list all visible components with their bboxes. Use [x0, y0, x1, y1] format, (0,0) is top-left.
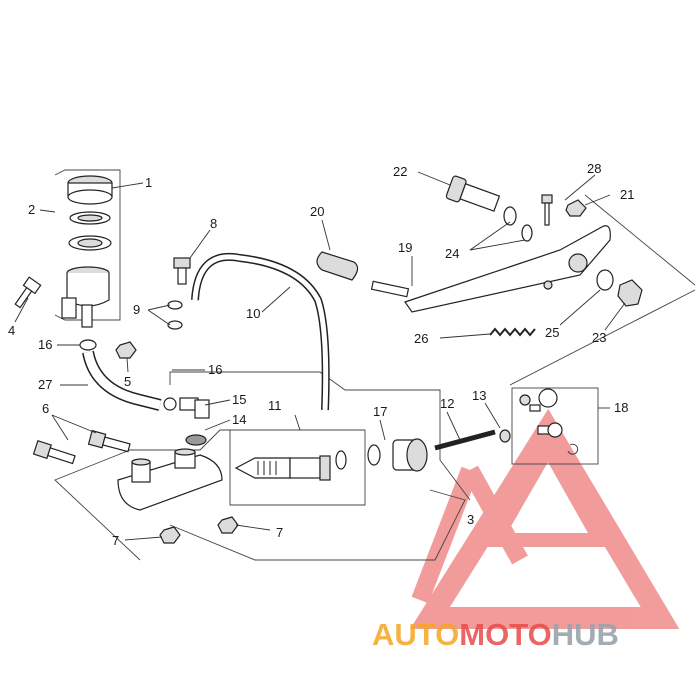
callout-11: 11 [268, 398, 282, 413]
watermark-brand: AUTOMOTOHUB [372, 617, 619, 652]
callout-17: 17 [373, 404, 387, 419]
boot-17 [392, 438, 428, 472]
bolt-22 [445, 175, 501, 212]
bolt-4 [14, 276, 42, 309]
callout-2: 2 [28, 202, 35, 217]
pushrod-12 [434, 429, 496, 451]
callout-26: 26 [414, 331, 428, 346]
pedal-rubber-20 [316, 251, 359, 281]
bolt-6b [87, 429, 131, 453]
callout-14: 14 [232, 412, 246, 427]
reservoir-cap [67, 175, 113, 205]
logo-triangle-outer [410, 408, 680, 629]
reservoir-seal [68, 211, 112, 251]
callout-20: 20 [310, 204, 324, 219]
callout-18: 18 [614, 400, 628, 415]
svg-text:AUTOMOTOHUB: AUTOMOTOHUB [372, 617, 619, 652]
washer-24a [503, 206, 517, 226]
callout-7a: 7 [112, 533, 119, 548]
callout-1: 1 [145, 175, 152, 190]
callout-6: 6 [42, 401, 49, 416]
watermark-logo [410, 408, 680, 629]
brake-line-10-inner [192, 254, 329, 411]
frame-3 [54, 429, 230, 561]
reservoir-body [61, 266, 110, 328]
nut-7b [217, 516, 239, 534]
callout-16b: 16 [208, 362, 222, 377]
brand-auto: AUTO [372, 617, 459, 652]
callout-16a: 16 [38, 337, 52, 352]
brand-hub: HUB [552, 617, 619, 652]
frame-2 [54, 169, 121, 321]
washer-9b [167, 320, 183, 330]
spring-26 [489, 327, 536, 337]
clevis-set-18 [519, 388, 579, 455]
brand-moto: MOTO [459, 617, 551, 652]
callout-25: 25 [545, 325, 559, 340]
nut-23 [617, 279, 643, 307]
frame-18 [511, 387, 599, 465]
frame-3b [169, 489, 466, 561]
callout-9: 9 [133, 302, 140, 317]
callout-7b: 7 [276, 525, 283, 540]
master-cylinder-body [117, 448, 223, 511]
piston-assembly-11 [234, 444, 381, 481]
pedal-19 [370, 225, 611, 313]
hose-27-inner [83, 350, 162, 410]
frame-outline-top [584, 194, 696, 286]
callout-4: 4 [8, 323, 15, 338]
washer-24b [521, 224, 533, 242]
callout-13: 13 [472, 388, 486, 403]
fitting-15 [179, 397, 210, 419]
logo-triangle-inner [482, 433, 612, 547]
callout-12: 12 [440, 396, 454, 411]
bolt-6a [32, 439, 76, 465]
callout-8: 8 [210, 216, 217, 231]
callout-19: 19 [398, 240, 412, 255]
callout-5: 5 [124, 374, 131, 389]
brake-line-10 [191, 252, 330, 411]
callout-labels: 1 2 3 4 5 6 7 7 8 9 10 11 12 13 14 15 16… [8, 161, 634, 548]
callout-28: 28 [587, 161, 601, 176]
callout-24: 24 [445, 246, 459, 261]
callout-27: 27 [38, 377, 52, 392]
callout-22: 22 [393, 164, 407, 179]
frame-outline-right [509, 289, 696, 386]
clamp-16b [163, 397, 177, 411]
nut-5 [115, 341, 137, 359]
callout-21: 21 [620, 187, 634, 202]
logo-stroke-left [411, 466, 479, 604]
callout-23: 23 [592, 330, 606, 345]
frame-11 [229, 429, 366, 506]
nut-21 [565, 199, 587, 217]
banjo-bolt-8 [173, 257, 191, 285]
leader-lines [14, 171, 626, 541]
washer-9a [167, 300, 183, 310]
frame-outline [169, 371, 471, 501]
callout-15: 15 [232, 392, 246, 407]
seal-14 [185, 434, 207, 446]
bolt-28 [541, 194, 553, 226]
nut-13 [499, 429, 511, 443]
clamp-16 [79, 339, 97, 351]
nut-7a [159, 526, 181, 544]
logo-stroke-mid [462, 465, 528, 565]
callout-3: 3 [467, 512, 474, 527]
callout-10: 10 [246, 306, 260, 321]
washer-25 [596, 269, 614, 291]
